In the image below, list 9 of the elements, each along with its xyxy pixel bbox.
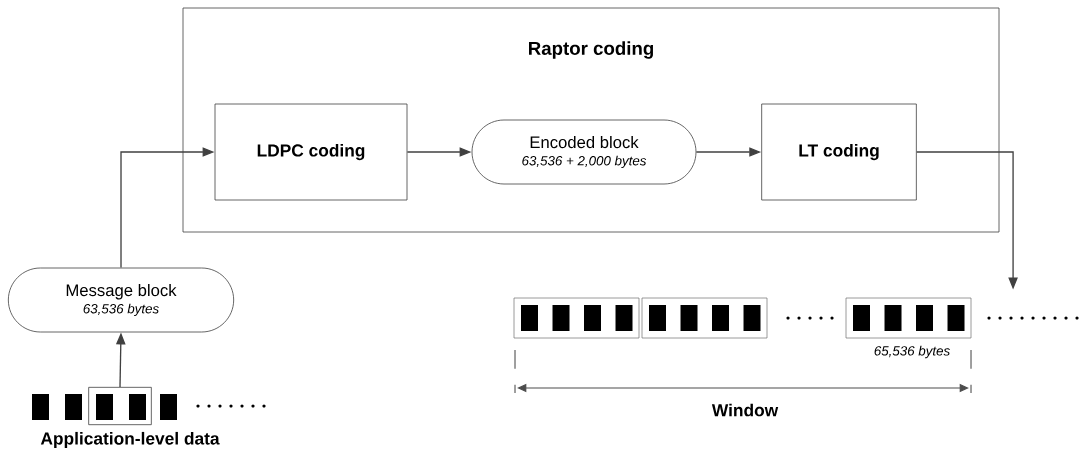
dimension-label: Window — [711, 403, 779, 417]
data-block-pill: Message block 63,536 bytes — [7, 267, 235, 333]
packet-strip-drawing — [513, 297, 1079, 339]
node-label: 65,536 bytes — [874, 345, 950, 359]
process-box: LT coding — [761, 103, 917, 201]
selection-frame — [88, 386, 152, 426]
node-label: Application-level data — [40, 431, 220, 449]
data-block-pill: Encoded block 63,536 + 2,000 bytes — [471, 119, 697, 185]
process-box: LDPC coding — [214, 103, 408, 201]
